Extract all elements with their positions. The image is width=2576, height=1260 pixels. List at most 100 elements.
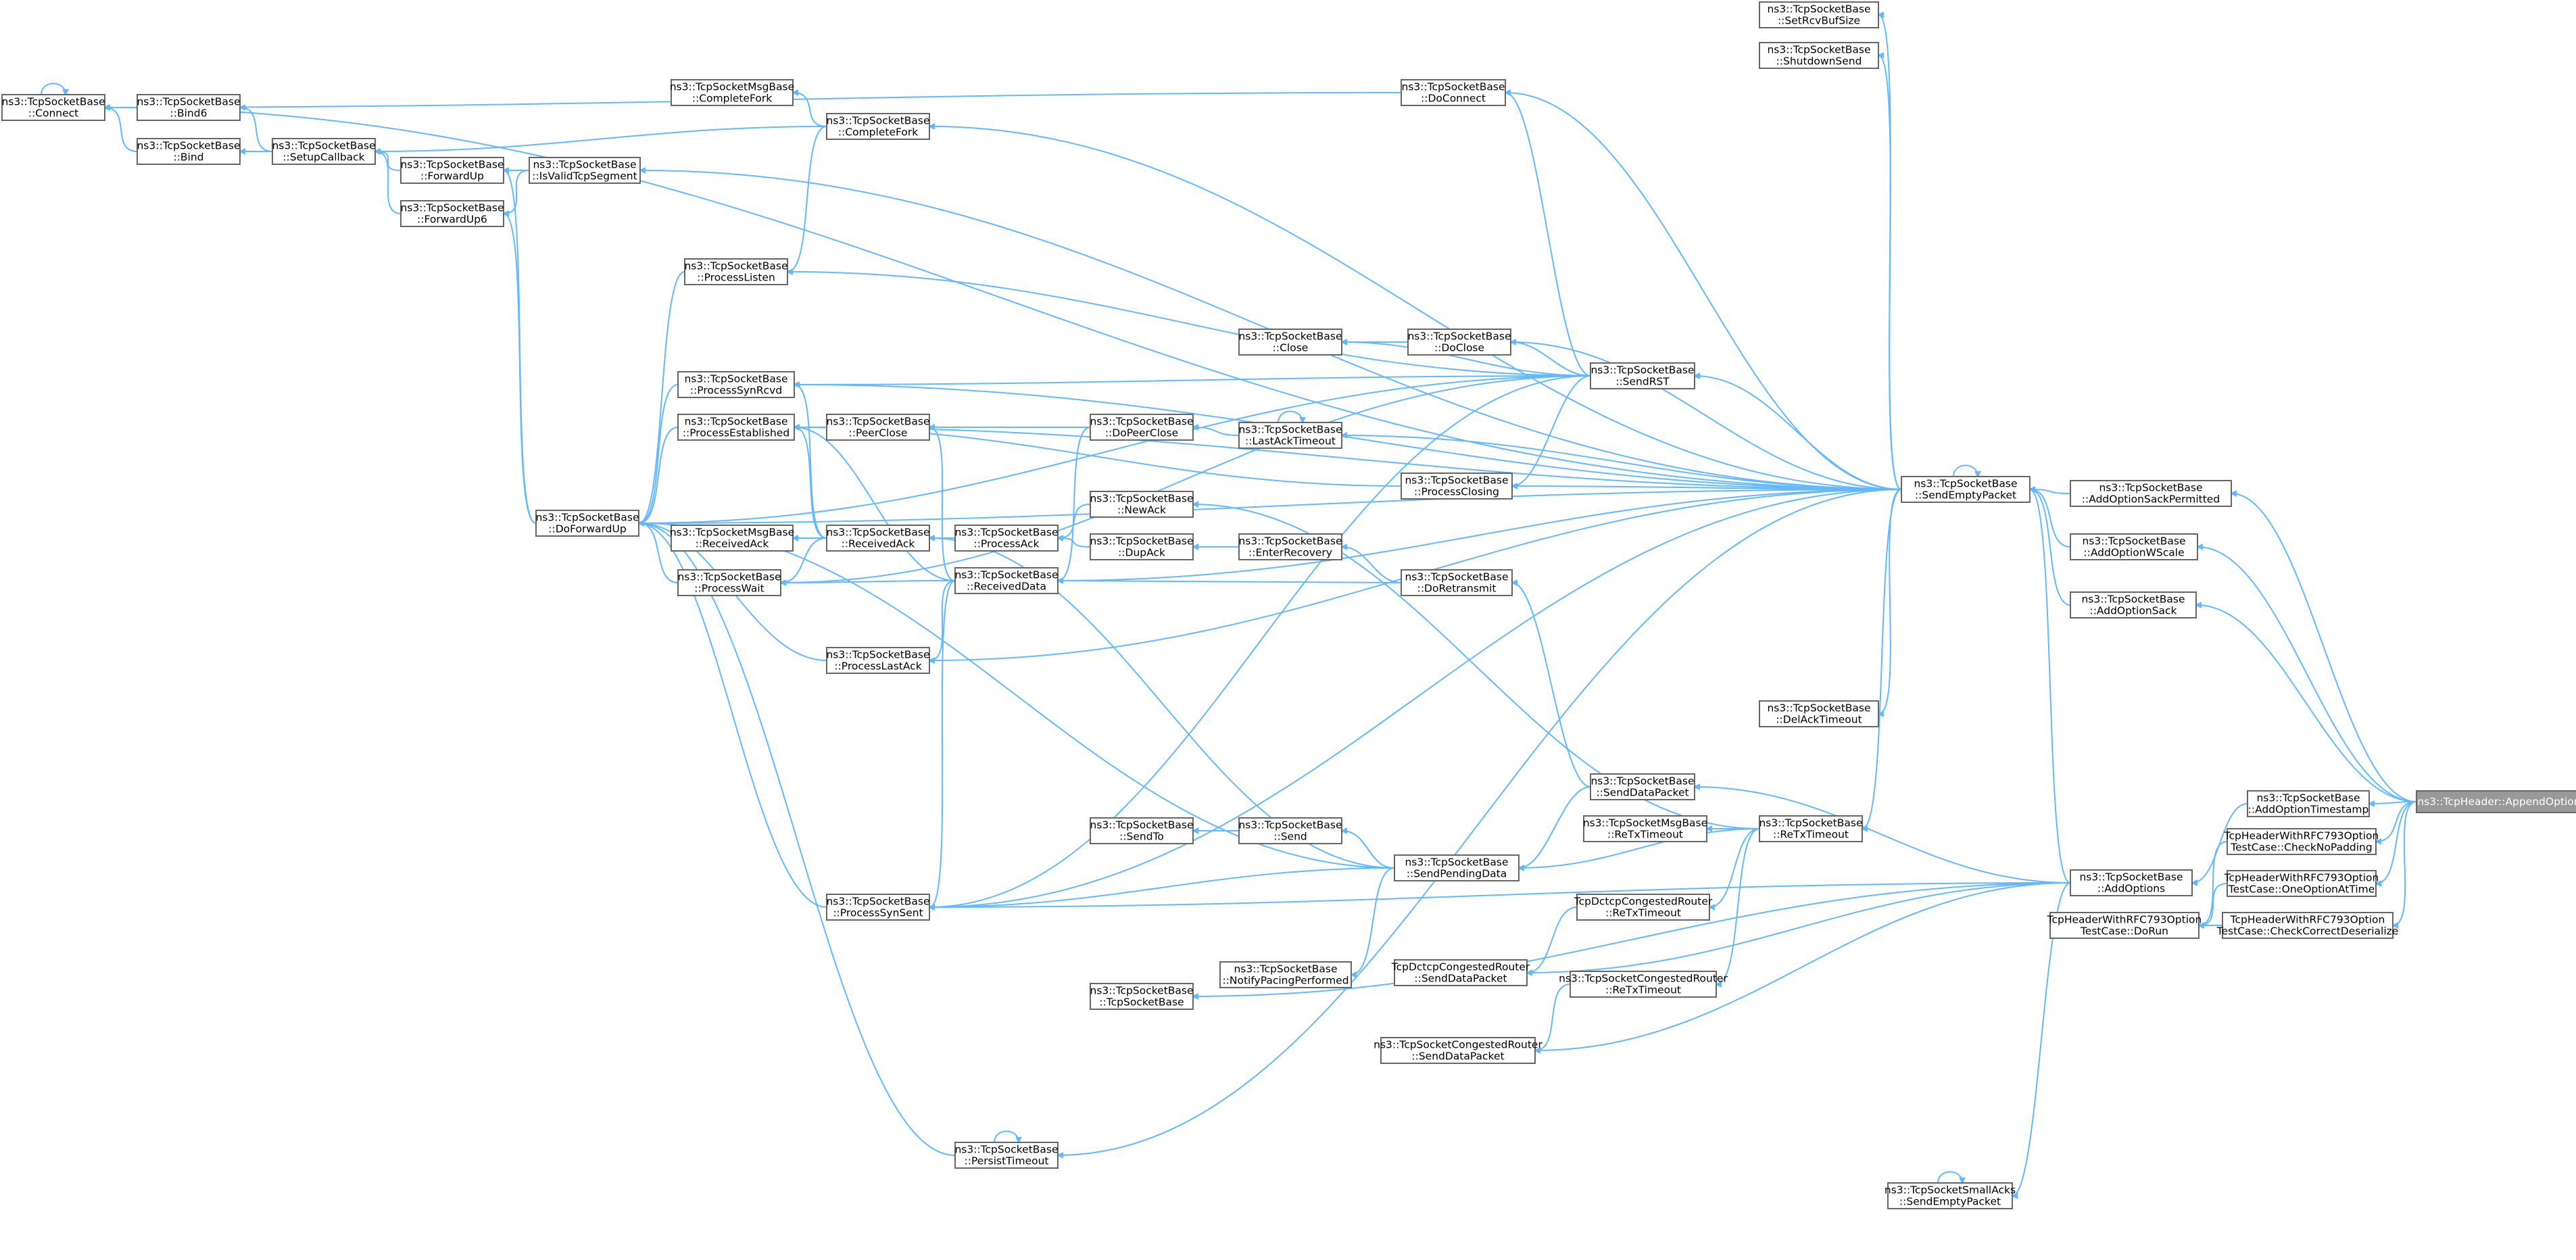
node-add-option-timestamp[interactable]: ns3::TcpSocketBase::AddOptionTimestamp — [2247, 790, 2370, 817]
node-forward-up6[interactable]: ns3::TcpSocketBase::ForwardUp6 — [400, 200, 504, 227]
node-box — [1238, 533, 1342, 560]
node-process-last-ack[interactable]: ns3::TcpSocketBase::ProcessLastAck — [826, 647, 930, 674]
node-label-line: ns3::TcpSocketBase — [535, 512, 639, 524]
node-received-data[interactable]: ns3::TcpSocketBase::ReceivedData — [954, 567, 1059, 594]
node-process-established[interactable]: ns3::TcpSocketBase::ProcessEstablished — [677, 414, 795, 441]
node-one-option-at-time[interactable]: TcpHeaderWithRFC793OptionTestCase::OneOp… — [2224, 870, 2379, 897]
node-label-line: ns3::TcpSocketBase — [826, 896, 929, 908]
node-check-correct-deserialize[interactable]: TcpHeaderWithRFC793OptionTestCase::Check… — [2216, 912, 2399, 939]
node-box — [1090, 491, 1194, 518]
node-do-forward-up[interactable]: ns3::TcpSocketBase::DoForwardUp — [535, 510, 639, 537]
node-process-ack[interactable]: ns3::TcpSocketBase::ProcessAck — [954, 525, 1059, 552]
call-edge-one-option-at-time-to-do-run — [2199, 883, 2228, 925]
node-retx-timeout[interactable]: ns3::TcpSocketBase::ReTxTimeout — [1759, 815, 1863, 842]
node-close[interactable]: ns3::TcpSocketBase::Close — [1238, 329, 1342, 356]
node-label-line: ::SendRST — [1615, 376, 1670, 388]
node-box — [954, 567, 1059, 594]
node-forward-up[interactable]: ns3::TcpSocketBase::ForwardUp — [400, 157, 504, 184]
call-edge-add-option-sack-permitted-to-send-empty-packet — [2030, 489, 2071, 494]
node-label-line: ::DoClose — [1434, 342, 1484, 354]
node-box — [2416, 790, 2576, 813]
node-set-rcv-buf-size[interactable]: ns3::TcpSocketBase::SetRcvBufSize — [1759, 1, 1879, 28]
node-label-line: ::Close — [1273, 342, 1309, 354]
node-do-close[interactable]: ns3::TcpSocketBase::DoClose — [1407, 329, 1511, 356]
node-received-ack[interactable]: ns3::TcpSocketBase::ReceivedAck — [826, 525, 930, 552]
node-msg-retx-timeout[interactable]: ns3::TcpSocketMsgBase::ReTxTimeout — [1583, 815, 1707, 842]
node-box — [1583, 815, 1707, 842]
node-add-option-sack-permitted[interactable]: ns3::TcpSocketBase::AddOptionSackPermitt… — [2070, 480, 2232, 507]
call-edge-received-data-to-process-last-ack — [929, 580, 956, 660]
call-edge-add-options-to-send-data-packet — [1695, 787, 2071, 883]
node-bind6[interactable]: ns3::TcpSocketBase::Bind6 — [137, 94, 241, 121]
node-box — [1590, 773, 1695, 800]
node-do-retransmit[interactable]: ns3::TcpSocketBase::DoRetransmit — [1401, 569, 1513, 596]
node-process-closing[interactable]: ns3::TcpSocketBase::ProcessClosing — [1401, 472, 1513, 500]
node-label-line: ::NewAck — [1117, 504, 1166, 516]
call-edge-retx-timeout-to-congested-retx-timeout — [1716, 828, 1760, 984]
node-add-option-wscale[interactable]: ns3::TcpSocketBase::AddOptionWScale — [2070, 533, 2198, 560]
node-do-connect[interactable]: ns3::TcpSocketBase::DoConnect — [1401, 79, 1506, 106]
node-send-to[interactable]: ns3::TcpSocketBase::SendTo — [1090, 817, 1194, 844]
node-send-data-packet[interactable]: ns3::TcpSocketBase::SendDataPacket — [1590, 773, 1695, 800]
node-box — [1394, 854, 1520, 881]
node-process-syn-sent[interactable]: ns3::TcpSocketBase::ProcessSynSent — [826, 894, 930, 921]
node-tcp-socket-base-ctor[interactable]: ns3::TcpSocketBase::TcpSocketBase — [1090, 983, 1194, 1010]
node-process-wait[interactable]: ns3::TcpSocketBase::ProcessWait — [677, 569, 781, 596]
node-setup-callback[interactable]: ns3::TcpSocketBase::SetupCallback — [272, 138, 376, 165]
node-send-rst[interactable]: ns3::TcpSocketBase::SendRST — [1590, 362, 1695, 389]
node-congested-retx-timeout[interactable]: ns3::TcpSocketCongestedRouter::ReTxTimeo… — [1559, 971, 1728, 998]
node-label-line: ::DoRetransmit — [1417, 583, 1497, 595]
node-dctcp-send-data-packet[interactable]: TcpDctcpCongestedRouter::SendDataPacket — [1391, 959, 1530, 986]
node-is-valid-tcp-segment[interactable]: ns3::TcpSocketBase::IsValidTcpSegment — [529, 157, 641, 184]
call-edge-do-retransmit-to-received-data — [1058, 581, 1402, 583]
node-do-peer-close[interactable]: ns3::TcpSocketBase::DoPeerClose — [1090, 414, 1194, 441]
node-dup-ack[interactable]: ns3::TcpSocketBase::DupAck — [1090, 533, 1194, 560]
node-label-line: ::ReTxTimeout — [1773, 829, 1849, 841]
node-send-empty-packet[interactable]: ns3::TcpSocketBase::SendEmptyPacket — [1901, 476, 2031, 503]
call-edge-append-option-to-check-correct-deserialize — [2393, 801, 2417, 925]
node-label-line: ::DelAckTimeout — [1776, 714, 1862, 726]
self-call-edge-persist-timeout — [994, 1130, 1019, 1143]
node-label-line: ::TcpSocketBase — [1099, 996, 1184, 1009]
node-process-syn-rcvd[interactable]: ns3::TcpSocketBase::ProcessSynRcvd — [677, 371, 795, 398]
node-add-option-sack[interactable]: ns3::TcpSocketBase::AddOptionSack — [2070, 591, 2197, 619]
call-edge-add-options-to-dctcp-send-data-packet — [1527, 882, 2071, 973]
node-shutdown-send[interactable]: ns3::TcpSocketBase::ShutdownSend — [1759, 42, 1879, 69]
node-box — [1090, 533, 1194, 560]
node-box — [2247, 790, 2370, 817]
node-send-pending-data[interactable]: ns3::TcpSocketBase::SendPendingData — [1394, 854, 1520, 881]
node-box — [1759, 42, 1879, 69]
node-process-listen[interactable]: ns3::TcpSocketBase::ProcessListen — [684, 258, 788, 285]
node-add-options[interactable]: ns3::TcpSocketBase::AddOptions — [2070, 869, 2193, 896]
node-connect[interactable]: ns3::TcpSocketBase::Connect — [1, 94, 105, 121]
node-complete-fork[interactable]: ns3::TcpSocketBase::CompleteFork — [826, 113, 930, 140]
node-bind[interactable]: ns3::TcpSocketBase::Bind — [137, 138, 241, 165]
node-msg-received-ack[interactable]: ns3::TcpSocketMsgBase::ReceivedAck — [670, 525, 794, 552]
call-edge-append-option-to-add-option-wscale — [2197, 547, 2417, 802]
node-congested-send-data-packet[interactable]: ns3::TcpSocketCongestedRouter::SendDataP… — [1374, 1037, 1542, 1064]
node-del-ack-timeout[interactable]: ns3::TcpSocketBase::DelAckTimeout — [1759, 700, 1879, 727]
node-enter-recovery[interactable]: ns3::TcpSocketBase::EnterRecovery — [1238, 533, 1342, 560]
node-label-line: ::SendEmptyPacket — [1915, 489, 2016, 502]
call-edge-last-ack-timeout-to-do-peer-close — [1193, 427, 1240, 436]
node-label-line: ns3::TcpSocketBase — [1405, 856, 1508, 869]
node-last-ack-timeout[interactable]: ns3::TcpSocketBase::LastAckTimeout — [1238, 422, 1342, 449]
node-check-no-padding[interactable]: TcpHeaderWithRFC793OptionTestCase::Check… — [2224, 828, 2379, 855]
node-box — [1401, 79, 1506, 106]
node-send[interactable]: ns3::TcpSocketBase::Send — [1238, 817, 1342, 844]
node-box — [671, 79, 794, 106]
node-notify-pacing-performed[interactable]: ns3::TcpSocketBase::NotifyPacingPerforme… — [1219, 961, 1352, 988]
node-label-line: ns3::TcpSocketMsgBase — [670, 527, 794, 539]
call-edge-send-empty-packet-to-process-syn-rcvd — [794, 385, 1902, 490]
node-dctcp-retx-timeout[interactable]: TcpDctcpCongestedRouter::ReTxTimeout — [1574, 894, 1713, 921]
call-edge-send-empty-packet-to-complete-fork — [929, 126, 1902, 490]
node-small-acks-send-empty-packet[interactable]: ns3::TcpSocketSmallAcks::SendEmptyPacket — [1885, 1182, 2016, 1209]
node-msg-complete-fork[interactable]: ns3::TcpSocketMsgBase::CompleteFork — [670, 79, 794, 106]
call-edge-complete-fork-to-setup-callback — [375, 126, 827, 151]
node-append-option[interactable]: ns3::TcpHeader::AppendOption — [2416, 790, 2576, 813]
node-peer-close[interactable]: ns3::TcpSocketBase::PeerClose — [826, 414, 930, 441]
node-persist-timeout[interactable]: ns3::TcpSocketBase::PersistTimeout — [954, 1142, 1059, 1169]
node-new-ack[interactable]: ns3::TcpSocketBase::NewAck — [1090, 491, 1194, 518]
node-label-line: ns3::TcpHeader::AppendOption — [2417, 796, 2576, 808]
